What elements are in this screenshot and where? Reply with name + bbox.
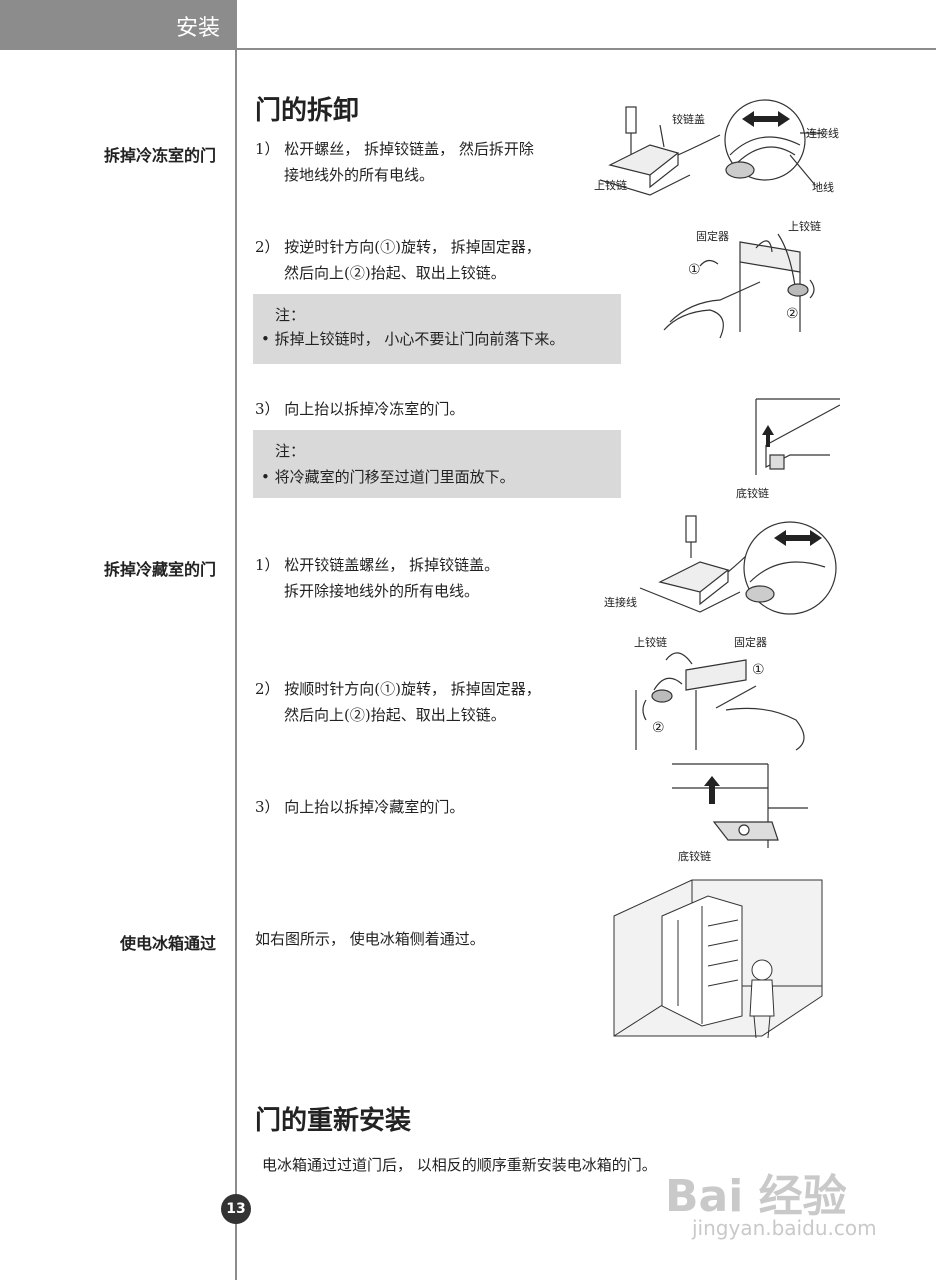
freezer-step3: 3） 向上抬以拆掉冷冻室的门。	[255, 400, 465, 418]
fig4-connect-wire-label: 连接线	[604, 595, 637, 609]
header-tab-label: 安装	[175, 16, 220, 41]
fridge-step1-line2: 拆开除接地线外的所有电线。	[284, 582, 480, 600]
figure-freezer-fixer: 固定器 上铰链 ① ②	[663, 219, 821, 339]
freezer-step1-line2: 接地线外的所有电线。	[284, 166, 435, 184]
fig2-step1-marker: ①	[688, 262, 701, 278]
note-title: 注：	[275, 442, 306, 460]
fig5-upper-hinge-label: 上铰链	[634, 635, 667, 649]
fig1-hinge-cover-label: 铰链盖	[672, 112, 705, 126]
side-label-freezer: 拆掉冷冻室的门	[103, 146, 216, 165]
fridge-step2-line2: 然后向上(②)抬起、取出上铰链。	[284, 706, 506, 724]
note-box-2: 注： • 将冷藏室的门移至过道门里面放下。	[253, 430, 621, 498]
margin-rule	[235, 0, 237, 1280]
fig2-fixer-label: 固定器	[696, 229, 729, 243]
page-number: 13	[221, 1194, 251, 1224]
watermark-logo: Bai 经验	[665, 1171, 847, 1222]
fig5-step1-marker: ①	[752, 662, 765, 678]
fig2-step2-marker: ②	[786, 306, 799, 322]
freezer-step1-line1: 1） 松开螺丝， 拆掉铰链盖， 然后拆开除	[255, 140, 534, 158]
note-text: • 拆掉上铰链时， 小心不要让门向前落下来。	[261, 330, 565, 348]
fig1-upper-hinge-label: 上铰链	[594, 178, 627, 192]
figure-freezer-hinge-cover: 铰链盖 上铰链 连接线 地线	[594, 99, 839, 196]
figure-fridge-hinge-cover: 连接线	[604, 515, 837, 615]
fig5-fixer-label: 固定器	[734, 635, 767, 649]
note-box-1: 注： • 拆掉上铰链时， 小心不要让门向前落下来。	[253, 294, 621, 364]
fig5-step2-marker: ②	[652, 720, 665, 736]
note-text-body: 将冷藏室的门移至过道门里面放下。	[274, 468, 515, 486]
figure-fridge-fixer: 上铰链 固定器 ① ②	[634, 635, 805, 751]
fig6-bottom-hinge-label: 底铰链	[678, 849, 711, 863]
freezer-step2-line2: 然后向上(②)抬起、取出上铰链。	[284, 264, 506, 282]
reinstall-text: 电冰箱通过过道门后， 以相反的顺序重新安装电冰箱的门。	[262, 1156, 657, 1174]
fig3-bottom-hinge-label: 底铰链	[736, 486, 769, 500]
fig1-ground-wire-label: 地线	[812, 180, 834, 194]
fig2-upper-hinge-label: 上铰链	[788, 219, 821, 233]
pass-text: 如右图所示， 使电冰箱侧着通过。	[255, 930, 485, 948]
note-title: 注：	[275, 306, 306, 324]
section-title-removal: 门的拆卸	[255, 96, 360, 126]
figure-passing-doorway	[613, 879, 823, 1039]
fridge-step1-line1: 1） 松开铰链盖螺丝， 拆掉铰链盖。	[255, 556, 500, 574]
fridge-step2-line1: 2） 按顺时针方向(①)旋转， 拆掉固定器，	[255, 680, 541, 698]
watermark-url: jingyan.baidu.com	[692, 1216, 877, 1240]
header-tab: 安装	[0, 0, 236, 50]
side-label-pass: 使电冰箱通过	[119, 934, 216, 953]
note-text: • 将冷藏室的门移至过道门里面放下。	[261, 468, 515, 486]
note-text-body: 拆掉上铰链时， 小心不要让门向前落下来。	[274, 330, 565, 348]
figure-freezer-bottom-hinge: 底铰链	[736, 398, 840, 500]
section-title-reinstall: 门的重新安装	[255, 1106, 412, 1136]
header-rule	[236, 48, 936, 50]
side-label-fridge: 拆掉冷藏室的门	[103, 560, 216, 579]
figure-fridge-bottom-hinge: 底铰链	[672, 763, 808, 863]
fridge-step3: 3） 向上抬以拆掉冷藏室的门。	[255, 798, 465, 816]
fig1-connect-wire-label: 连接线	[806, 126, 839, 140]
freezer-step2-line1: 2） 按逆时针方向(①)旋转， 拆掉固定器，	[255, 238, 541, 256]
